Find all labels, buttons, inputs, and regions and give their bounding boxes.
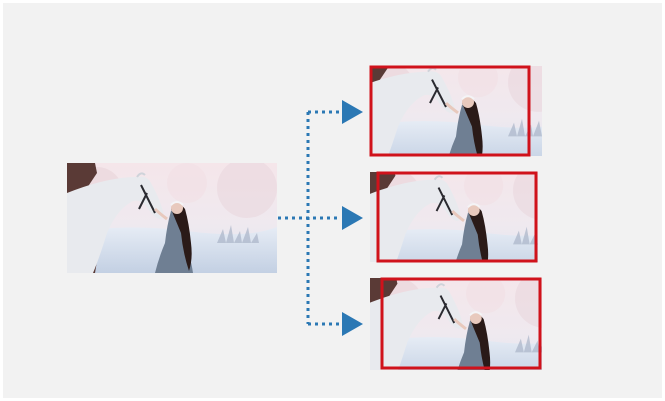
crop-frame-top bbox=[369, 65, 531, 157]
crop-thumbnail-middle bbox=[370, 171, 538, 263]
arrowhead-bottom bbox=[342, 312, 363, 336]
arrowhead-top bbox=[342, 100, 363, 124]
crop-frame-middle bbox=[376, 171, 538, 263]
arrowheads bbox=[342, 100, 363, 336]
dotted-branch-arrow-icon bbox=[278, 110, 340, 326]
crop-frame-bottom bbox=[380, 277, 542, 370]
source-image bbox=[67, 163, 277, 273]
arrowhead-middle bbox=[342, 206, 363, 230]
crop-thumbnail-bottom bbox=[370, 277, 542, 370]
diagram-canvas bbox=[3, 3, 662, 398]
crop-thumbnail-top bbox=[369, 65, 542, 157]
